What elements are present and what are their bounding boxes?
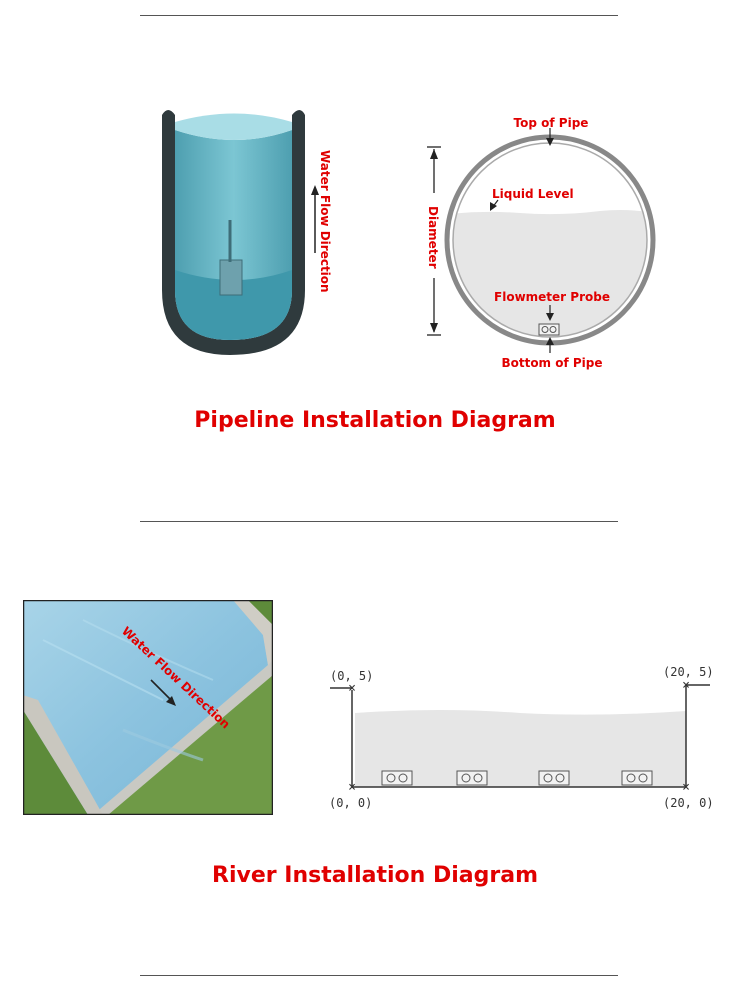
- pipe-flow-arrow: [311, 185, 319, 253]
- coord-bottom-left: (0, 0): [329, 796, 372, 810]
- river-aerial-illustration: Water Flow Direction: [23, 600, 273, 815]
- svg-text:×: ×: [682, 678, 690, 693]
- svg-text:×: ×: [348, 780, 356, 795]
- pipe-flow-label: Water Flow Direction: [318, 150, 332, 293]
- coord-top-right: (20, 5): [663, 665, 714, 679]
- top-of-pipe-label: Top of Pipe: [514, 116, 589, 130]
- river-cross-section: × × × × (0, 5) (20, 5) (0, 0) (20, 0): [329, 665, 714, 810]
- pipe-cross-section: [427, 128, 656, 353]
- pipeline-diagram-title: Pipeline Installation Diagram: [194, 408, 556, 433]
- river-probe-4: [621, 770, 653, 786]
- bottom-of-pipe-label: Bottom of Pipe: [501, 356, 602, 370]
- river-probe-2: [456, 770, 488, 786]
- coord-top-left: (0, 5): [330, 669, 373, 683]
- river-diagram-title: River Installation Diagram: [212, 863, 538, 888]
- svg-text:×: ×: [682, 780, 690, 795]
- middle-divider: [140, 521, 618, 522]
- river-probe-3: [538, 770, 570, 786]
- coord-bottom-right: (20, 0): [663, 796, 714, 810]
- top-divider: [140, 15, 618, 16]
- cross-section-probe: [538, 323, 560, 336]
- bottom-divider: [140, 975, 618, 976]
- pipe-cutaway-illustration: [162, 110, 305, 355]
- liquid-level-label: Liquid Level: [492, 187, 574, 201]
- svg-text:Water Flow Direction: Water Flow Direction: [318, 150, 332, 293]
- river-probe-1: [381, 770, 413, 786]
- flowmeter-probe-label: Flowmeter Probe: [494, 290, 610, 304]
- diameter-label: Diameter: [426, 206, 440, 269]
- svg-text:×: ×: [348, 681, 356, 696]
- cross-section-labels: Top of Pipe Liquid Level Flowmeter Probe…: [426, 116, 610, 370]
- pipe-probe: [219, 259, 243, 296]
